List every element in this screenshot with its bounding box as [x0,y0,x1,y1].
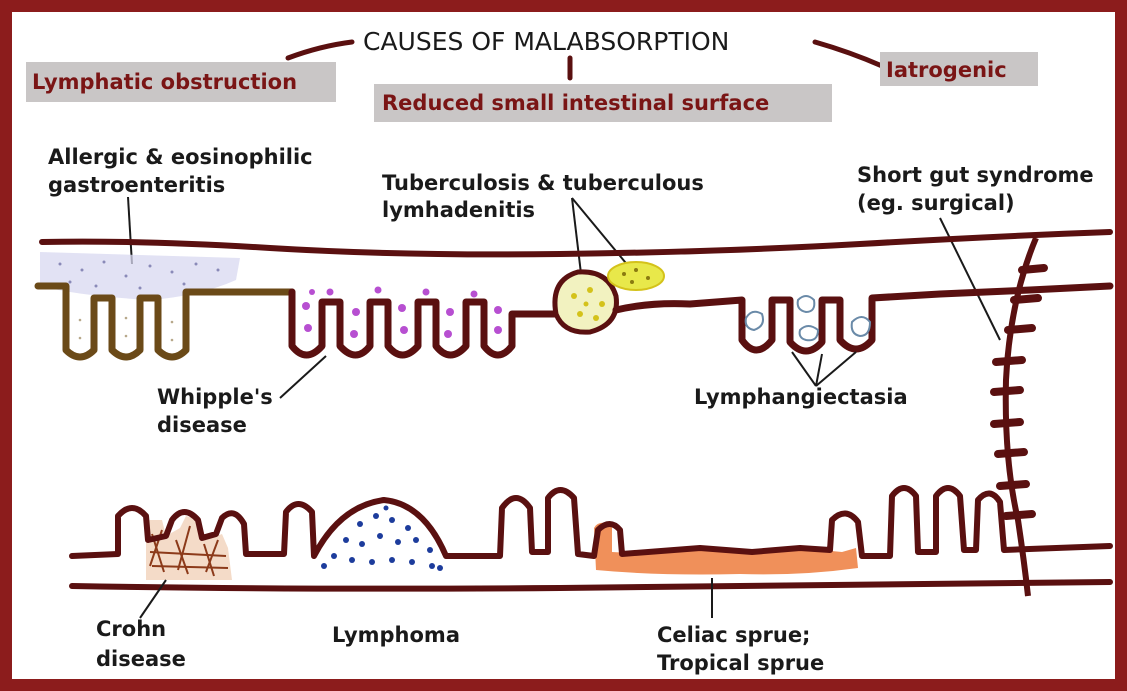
label-tb-1: Tuberculosis & tuberculous [382,171,704,195]
whipple-dots [302,287,502,339]
category-iatrogenic: Iatrogenic [886,58,1007,82]
tb-lymph-node [608,262,664,290]
lower-serosa-line [72,582,1110,589]
label-lymphoma: Lymphoma [332,623,460,647]
label-lymphangiectasia: Lymphangiectasia [694,385,908,409]
pointer-whipple [280,356,326,398]
pointer-lymphangiectasia-a [792,352,816,386]
connector-right [815,42,882,66]
villi-whipple [292,292,556,355]
connector-left [288,42,352,58]
label-celiac-1: Celiac sprue; [657,623,810,647]
pointer-tb-b [572,198,630,268]
label-whipple-2: disease [157,413,247,437]
label-allergic-2: gastroenteritis [48,173,225,197]
diagram-title: CAUSES OF MALABSORPTION [363,27,729,56]
lower-mucosa-line [72,488,1110,556]
label-shortgut-1: Short gut syndrome [857,163,1094,187]
label-crohn-1: Crohn [96,617,166,641]
label-tb-2: lymhadenitis [382,198,535,222]
category-reduced: Reduced small intestinal surface [382,91,769,115]
label-celiac-2: Tropical sprue [657,651,824,675]
label-crohn-2: disease [96,647,186,671]
label-whipple-1: Whipple's [157,385,273,409]
surgical-staples [994,268,1044,516]
lymphatic-cysts [746,296,870,340]
label-allergic-1: Allergic & eosinophilic [48,145,313,169]
category-lymphatic: Lymphatic obstruction [32,70,297,94]
label-shortgut-2: (eg. surgical) [857,191,1015,215]
pointer-allergic [128,197,132,264]
